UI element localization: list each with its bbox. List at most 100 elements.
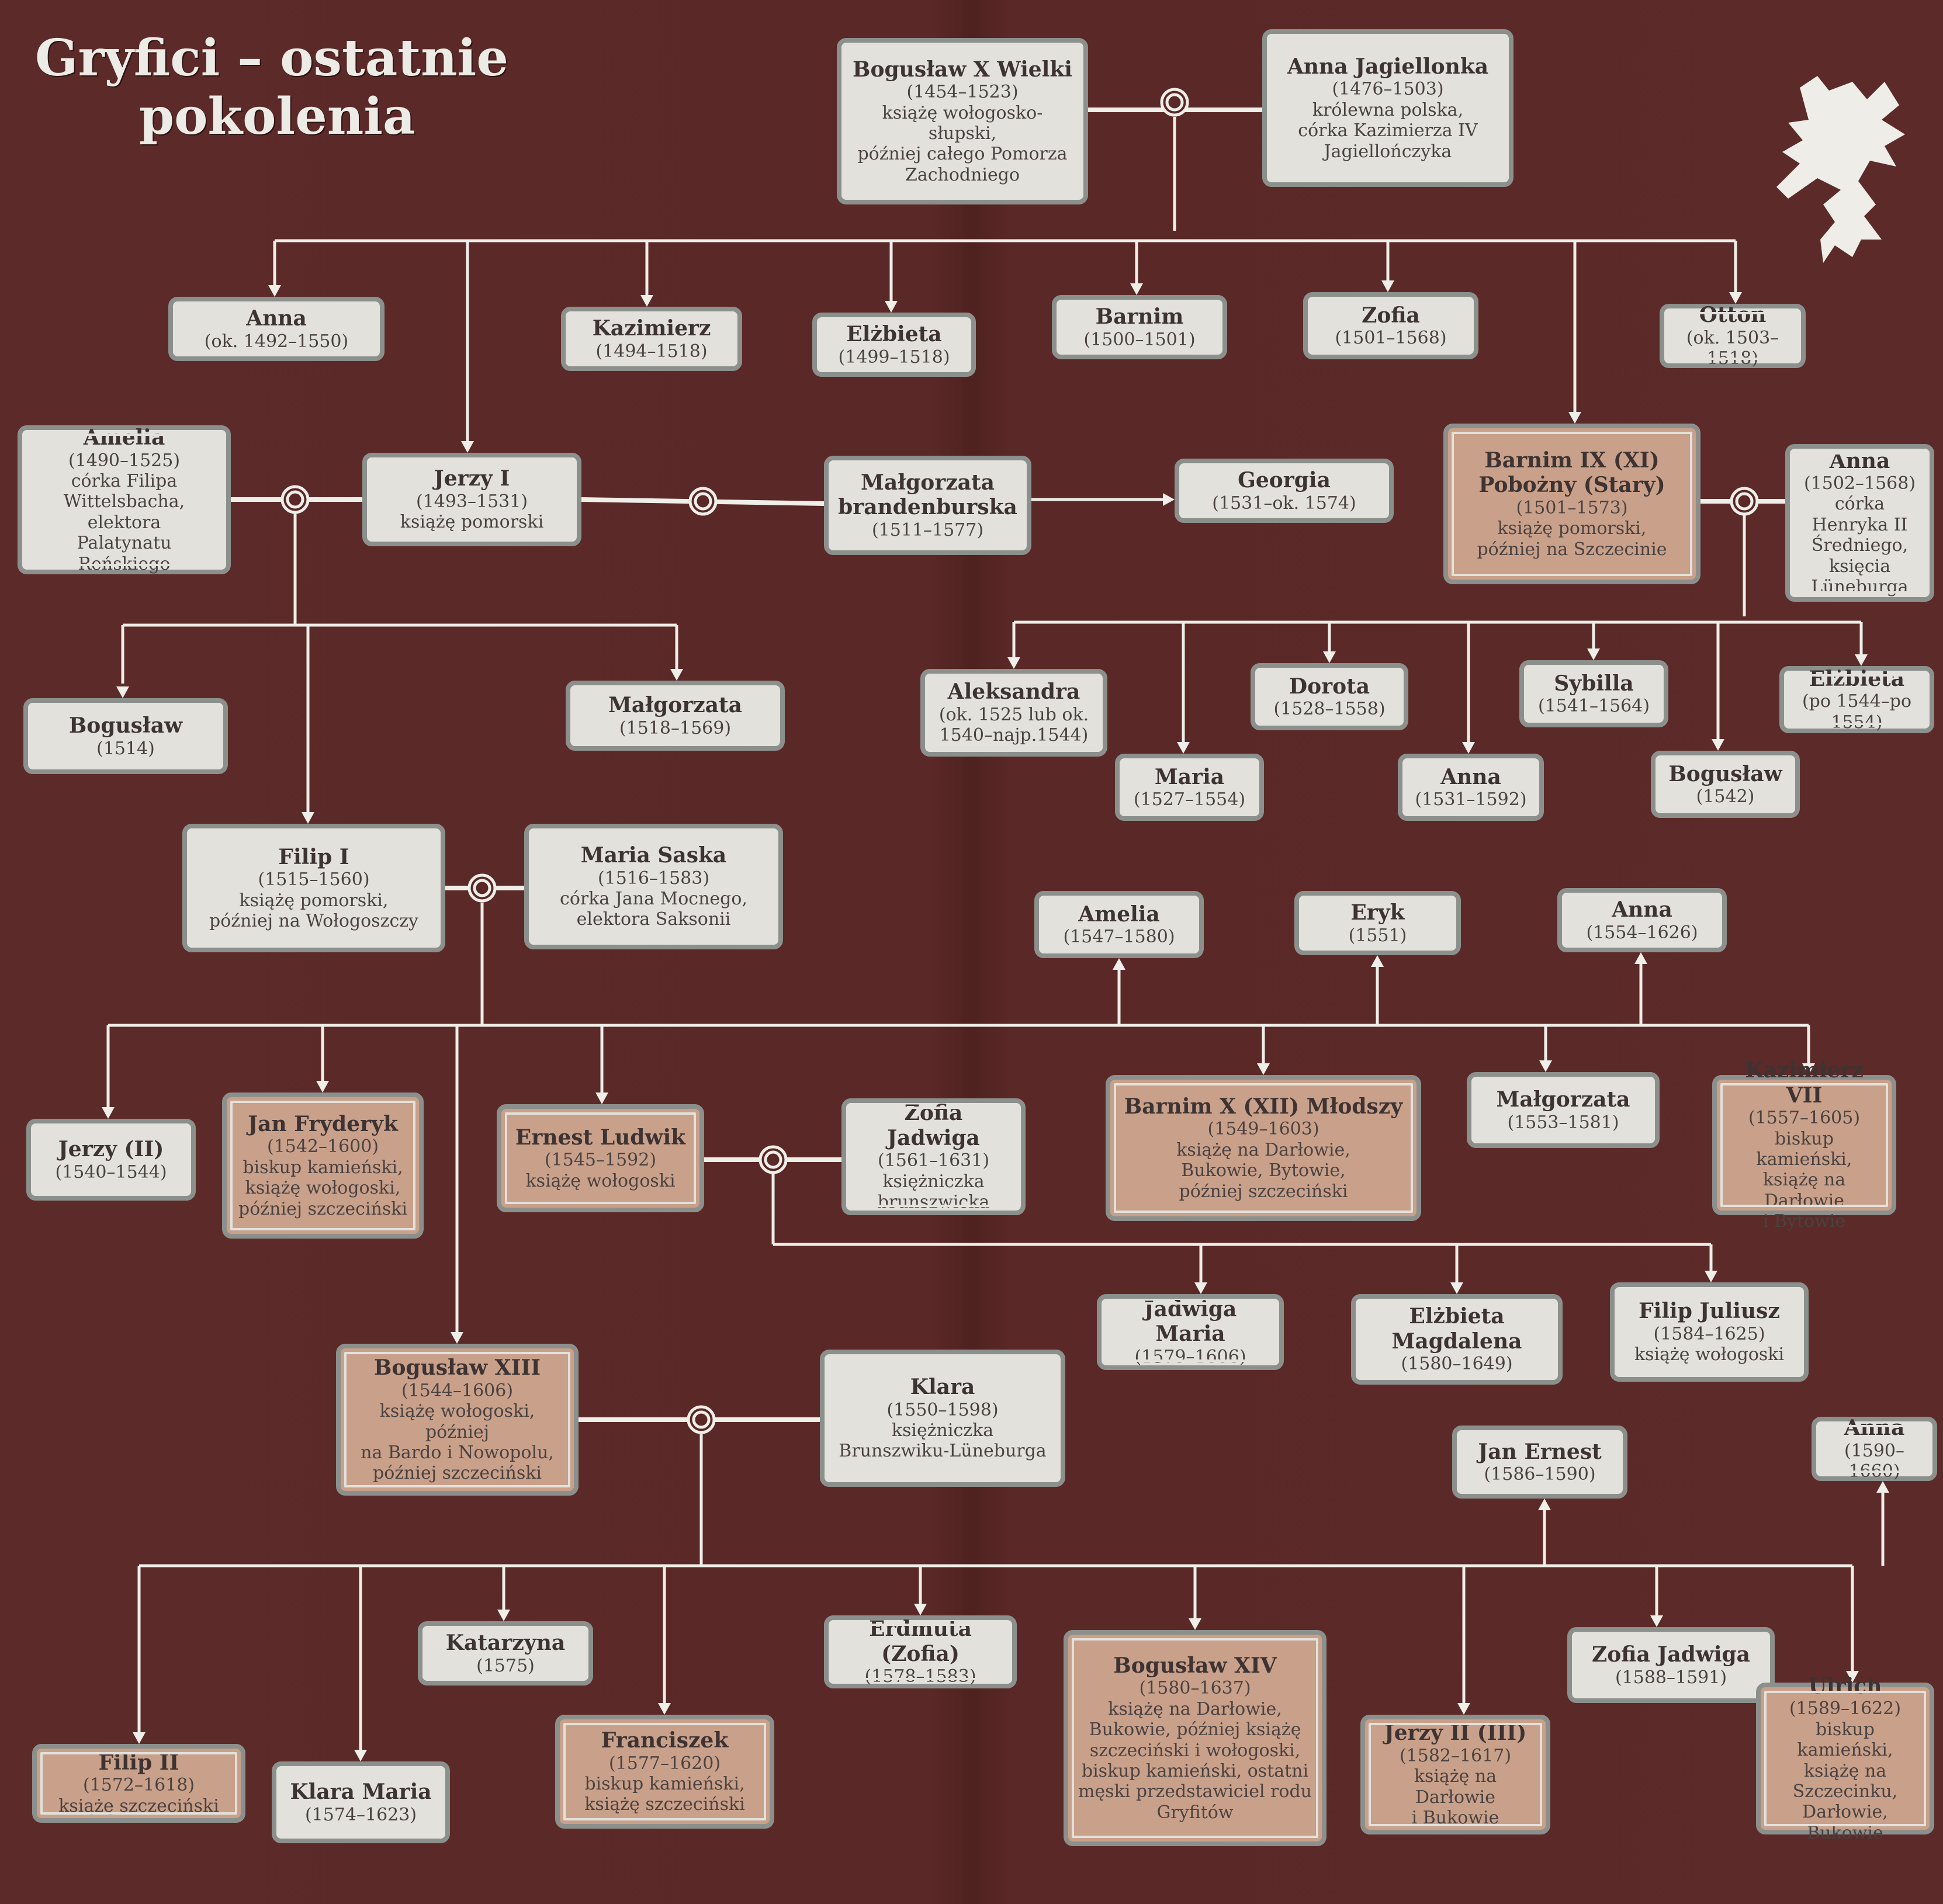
person-detail: księcia Lüneburga xyxy=(1811,556,1909,598)
person-detail: (1572–1618) xyxy=(82,1775,195,1796)
title-line-1: Gryfici – ostatnie xyxy=(35,29,509,88)
person-detail: (1579–1606) xyxy=(1134,1346,1246,1367)
person-detail: (1528–1558) xyxy=(1273,699,1386,720)
person-card-boguslaw14: Bogusław XIV(1580–1637)książę na Darłowi… xyxy=(1064,1630,1326,1846)
person-card-franciszek: Franciszek(1577–1620)biskup kamieński,ks… xyxy=(555,1715,774,1829)
person-detail: (1557–1605) xyxy=(1748,1108,1861,1129)
arrowhead xyxy=(640,295,653,307)
person-detail: (1516–1583) xyxy=(597,868,710,889)
person-card-barnim1: Barnim(1500–1501) xyxy=(1052,295,1227,359)
person-card-jerzy2-3: Jerzy II (III)(1582–1617)książę na Darło… xyxy=(1360,1715,1550,1834)
person-detail: (1561–1631) xyxy=(877,1150,990,1171)
person-detail: (1577–1620) xyxy=(608,1753,721,1774)
person-detail: córka Kazimierza IV xyxy=(1298,120,1478,141)
arrowhead xyxy=(1846,1671,1859,1683)
person-name: Anna xyxy=(1844,1416,1905,1441)
person-detail: później całego Pomorza xyxy=(857,144,1068,165)
person-name: Elżbieta Magdalena xyxy=(1391,1304,1522,1354)
person-detail: książę pomorski, xyxy=(1497,518,1647,539)
person-detail: (1580–1637) xyxy=(1139,1678,1251,1699)
person-detail: Zachodniego xyxy=(905,164,1020,185)
person-name: Jerzy (II) xyxy=(58,1137,164,1162)
person-detail: biskup kamieński, xyxy=(1756,1128,1852,1170)
person-detail: brunszwicka xyxy=(877,1192,990,1213)
marriage-ring-icon xyxy=(473,879,491,897)
person-name: Klara xyxy=(910,1375,975,1400)
page-title: Gryfici – ostatnie pokolenia xyxy=(35,29,508,146)
person-card-georgia: Georgia(1531–ok. 1574) xyxy=(1175,459,1394,523)
arrowhead xyxy=(914,1604,927,1615)
person-detail: (1500–1501) xyxy=(1083,329,1196,350)
person-name: Jerzy II (III) xyxy=(1384,1721,1527,1746)
arrowhead xyxy=(1163,493,1175,506)
person-detail: Brunszwiku-Lüneburga xyxy=(839,1441,1047,1462)
person-name: Otton xyxy=(1699,303,1767,328)
person-card-kazimierz7: Kazimierz VII(1557–1605)biskup kamieński… xyxy=(1712,1058,1896,1232)
marriage-ring-icon xyxy=(692,1410,711,1429)
person-detail: księżniczka xyxy=(891,1420,994,1441)
person-name: Aleksandra xyxy=(947,679,1080,705)
person-detail: Jagiellończyka xyxy=(1324,141,1452,162)
person-detail: córka Henryka II xyxy=(1812,494,1908,535)
person-detail: i Bukowie xyxy=(1411,1808,1499,1829)
person-detail: (1545–1592) xyxy=(544,1150,657,1171)
arrowhead xyxy=(1462,742,1475,754)
person-detail: (1527–1554) xyxy=(1133,789,1246,810)
person-name: Sybilla xyxy=(1554,671,1634,696)
person-detail: książę na Darłowie xyxy=(1414,1766,1497,1808)
person-card-sybilla: Sybilla(1541–1564) xyxy=(1519,660,1668,727)
person-card-boguslaw-x: Bogusław X Wielki(1454–1523)książę wołog… xyxy=(837,38,1088,204)
person-detail: (1515–1560) xyxy=(258,869,370,890)
person-detail: (1588–1591) xyxy=(1615,1667,1727,1688)
person-detail: (ok. 1503–1518) xyxy=(1686,327,1779,369)
person-detail: (1531–ok. 1574) xyxy=(1212,493,1356,514)
person-name: Amelia xyxy=(83,425,165,450)
person-card-maria-saska: Maria Saska(1516–1583)córka Jana Mocnego… xyxy=(524,824,783,949)
arrowhead xyxy=(133,1732,146,1744)
person-name: Anna Jagiellonka xyxy=(1287,54,1489,79)
person-card-ulrich: Ulrich(1589–1622)biskup kamieński,książę… xyxy=(1756,1674,1934,1843)
person-card-anna1: Anna(ok. 1492–1550) xyxy=(168,297,385,361)
marriage-ring-icon xyxy=(694,492,712,511)
person-card-boguslaw1542: Bogusław(1542) xyxy=(1651,751,1800,818)
person-name: Barnim IX (XI) Pobożny (Stary) xyxy=(1478,448,1665,498)
person-card-katarzyna: Katarzyna(1575) xyxy=(418,1621,593,1685)
person-card-otton: Otton(ok. 1503–1518) xyxy=(1660,303,1806,369)
person-detail: królewna polska, xyxy=(1312,99,1464,120)
arrowhead xyxy=(461,441,474,453)
person-detail: (1531–1592) xyxy=(1415,789,1527,810)
person-detail: (1518–1569) xyxy=(619,717,732,738)
person-card-anna-jag: Anna Jagiellonka(1476–1503)królewna pols… xyxy=(1262,29,1513,187)
person-detail: (1584–1625) xyxy=(1653,1323,1765,1344)
person-card-jan-fryderyk: Jan Fryderyk(1542–1600)biskup kamieński,… xyxy=(222,1093,424,1239)
person-detail: książę wołogoski xyxy=(525,1170,676,1191)
person-name: Georgia xyxy=(1238,468,1331,493)
person-card-jan-ernest: Jan Ernest(1586–1590) xyxy=(1452,1426,1627,1499)
person-detail: (1589–1622) xyxy=(1789,1698,1902,1719)
person-detail: (ok. 1525 lub ok. xyxy=(938,704,1089,725)
person-detail: (1454–1523) xyxy=(906,82,1019,103)
person-detail: Bukowie, Bytowie, xyxy=(1181,1160,1346,1181)
person-detail: książę na Darłowie, xyxy=(1108,1698,1282,1719)
person-detail: biskup kamieński, xyxy=(584,1774,745,1795)
person-card-boguslaw1514: Bogusław(1514) xyxy=(23,698,228,774)
person-name: Maria xyxy=(1154,764,1225,789)
person-detail: (1501–1568) xyxy=(1335,328,1447,349)
marriage-ring-icon xyxy=(764,1150,782,1169)
person-detail: (1542) xyxy=(1696,786,1755,807)
person-detail: (1490–1525) xyxy=(68,450,181,471)
person-detail: biskup kamieński, ostatni xyxy=(1081,1760,1309,1781)
person-detail: książę szczeciński xyxy=(584,1794,745,1815)
person-card-filip1: Filip I(1515–1560)książę pomorski,późnie… xyxy=(182,824,445,952)
person-name: Zofia Jadwiga xyxy=(1591,1642,1751,1667)
person-name: Bogusław XIII xyxy=(373,1355,541,1381)
person-card-jerzy2: Jerzy (II)(1540–1544) xyxy=(26,1119,196,1201)
person-name: Bogusław X Wielki xyxy=(853,57,1072,82)
person-name: Jerzy I xyxy=(434,466,510,491)
person-detail: książę pomorski xyxy=(400,512,544,533)
person-detail: (ok. 1492–1550) xyxy=(204,331,349,352)
person-detail: książę wołogoski, xyxy=(245,1178,401,1199)
person-card-anna1590: Anna(1590–1660) xyxy=(1812,1416,1937,1482)
